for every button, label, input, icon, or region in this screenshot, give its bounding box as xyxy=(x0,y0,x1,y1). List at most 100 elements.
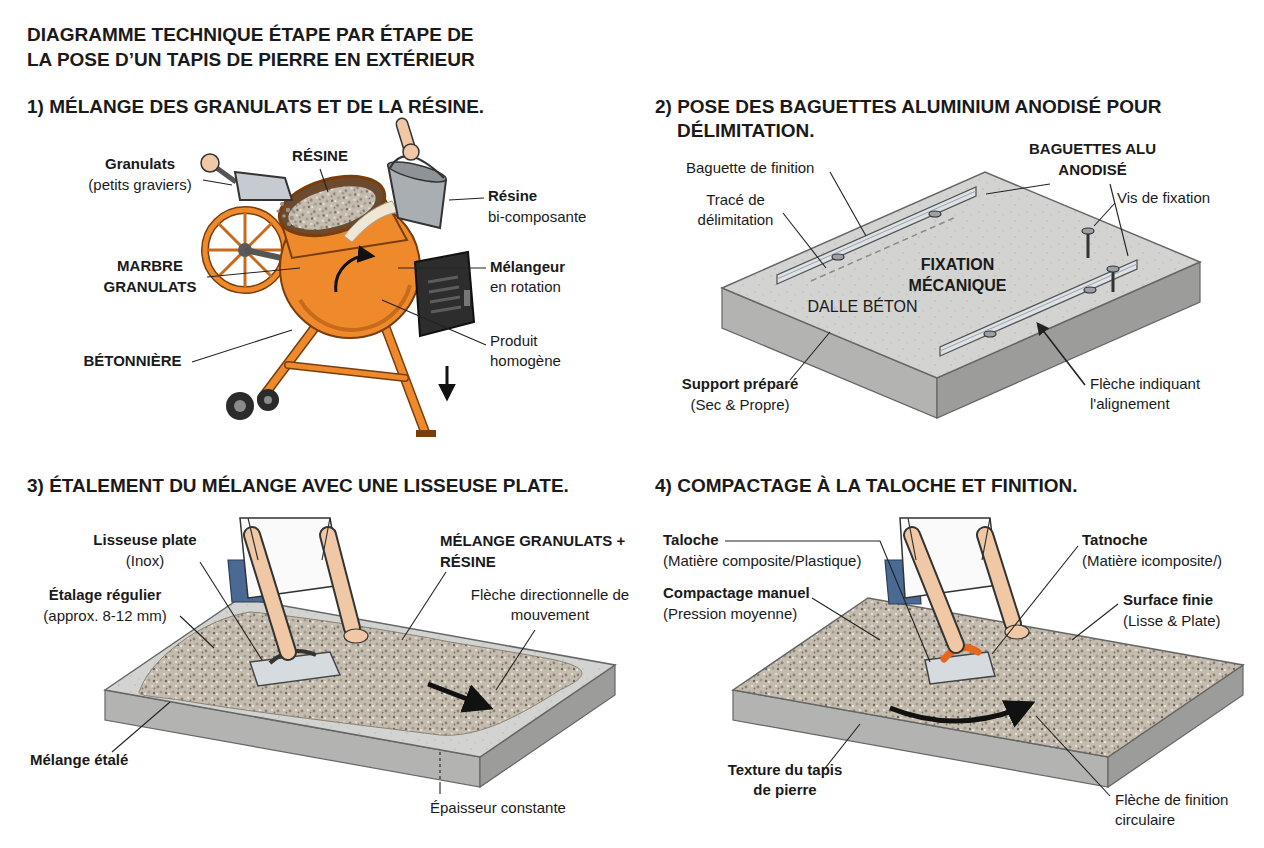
worker xyxy=(344,629,368,643)
worker xyxy=(228,518,368,686)
part-label: Mélangeur xyxy=(490,257,610,277)
part-note: (Lisse & Plate) xyxy=(1123,611,1253,631)
leader-line xyxy=(439,782,440,794)
worker xyxy=(252,535,288,652)
fixing-screw xyxy=(984,331,996,337)
leader-line xyxy=(1036,716,1110,796)
part-label: Taloche xyxy=(663,530,763,550)
worker xyxy=(912,535,956,645)
fixing-screw xyxy=(832,211,1119,337)
concrete-mixer xyxy=(446,366,449,398)
leader-line xyxy=(1072,604,1118,640)
part-label: Support préparé xyxy=(680,374,800,394)
part-label: Granulats xyxy=(75,154,205,174)
gravel-scoop xyxy=(276,202,297,228)
concrete-mixer xyxy=(415,252,474,336)
part-note: (Inox) xyxy=(75,551,215,571)
gravel-scoop xyxy=(286,208,290,212)
gravel-scoop xyxy=(294,224,297,227)
part-label: Tatnoche xyxy=(1082,530,1182,550)
fixing-screw xyxy=(832,254,844,260)
leader-line xyxy=(783,213,826,268)
step-heading: 3) ÉTALEMENT DU MÉLANGE AVEC UNE LISSEUS… xyxy=(27,474,647,498)
leader-line xyxy=(830,172,866,236)
leader-line xyxy=(203,180,232,185)
part-note: (Matière composite/Plastique) xyxy=(663,551,893,571)
leader-line xyxy=(192,330,292,362)
gravel-scoop xyxy=(201,154,298,228)
diagram-title: DIAGRAMME TECHNIQUE ÉTAPE PAR ÉTAPE DE L… xyxy=(27,22,647,72)
leader-line xyxy=(382,300,486,345)
part-label: Mélange étalé xyxy=(30,750,150,770)
part-label: Étalage régulier xyxy=(20,585,190,605)
concrete-mixer xyxy=(288,365,405,378)
part-note: bi-composante xyxy=(488,207,618,227)
concrete-slab xyxy=(139,612,582,735)
direction-arrow xyxy=(428,684,488,707)
direction-arrow xyxy=(428,684,488,707)
fixing-screw xyxy=(1084,287,1096,293)
leader-line xyxy=(398,267,486,268)
concrete-mixer xyxy=(226,392,254,420)
concrete-mixer xyxy=(416,430,436,437)
worker xyxy=(1005,625,1029,639)
fixing-screw xyxy=(1107,266,1119,272)
leader-line xyxy=(320,169,328,192)
part-note: Tracé de délimitation xyxy=(688,190,783,230)
part-note: (Matière icomposite/) xyxy=(1082,551,1252,571)
part-note: en rotation xyxy=(490,277,610,297)
concrete-mixer xyxy=(205,166,474,437)
part-label: Compactage manuel xyxy=(663,583,823,603)
worker xyxy=(328,535,352,628)
leader-line xyxy=(812,598,880,640)
gravel-scoop xyxy=(293,211,296,214)
leader-line xyxy=(207,268,300,277)
leader-line xyxy=(402,572,446,640)
part-label: Lisseuse plate xyxy=(75,530,215,550)
gravel-scoop xyxy=(290,216,294,220)
concrete-mixer xyxy=(428,277,461,312)
concrete-mixer xyxy=(431,307,461,312)
part-note: Épaisseur constante xyxy=(430,798,610,818)
part-note: Flèche de finition circulaire xyxy=(1115,790,1255,830)
zone-label: BÉTONNIÈRE xyxy=(70,350,195,371)
part-note: (approx. 8-12 mm) xyxy=(20,606,190,626)
leader-line xyxy=(496,630,535,690)
worker xyxy=(885,518,1029,684)
aluminium-strip xyxy=(940,260,1137,356)
resin-bucket xyxy=(403,144,419,160)
worker xyxy=(248,518,330,560)
part-note: (petits graviers) xyxy=(75,175,205,195)
gravel-scoop xyxy=(287,222,291,226)
fixing-screw xyxy=(1112,270,1115,292)
part-note: Flèche directionnelle de mouvement xyxy=(470,585,630,625)
resin-bucket xyxy=(344,124,448,242)
zone-label: MARBRE GRANULATS xyxy=(95,255,205,297)
leader-line xyxy=(992,546,1078,654)
fixing-screw xyxy=(1087,232,1090,258)
worker xyxy=(908,518,990,560)
gravel-scoop xyxy=(201,154,219,172)
leader-line xyxy=(449,198,484,200)
part-note: (Pression moyenne) xyxy=(663,604,823,624)
step-heading: 1) MÉLANGE DES GRANULATS ET DE LA RÉSINE… xyxy=(27,95,647,119)
leader-line xyxy=(180,616,214,648)
leader-line xyxy=(1094,203,1115,226)
concrete-mixer xyxy=(234,400,246,412)
concrete-mixer xyxy=(273,166,391,246)
part-note: Flèche indiquant l'alignement xyxy=(1090,374,1225,414)
part-note: Produit homogène xyxy=(490,331,580,371)
gravel-scoop xyxy=(235,172,292,200)
concrete-mixer xyxy=(257,389,279,411)
leader-line xyxy=(192,169,486,362)
step-heading: 4) COMPACTAGE À LA TALOCHE ET FINITION. xyxy=(655,474,1235,498)
resin-bucket xyxy=(344,201,398,242)
part-label: RÉSINE xyxy=(280,146,360,166)
leader-line xyxy=(112,702,170,752)
worker xyxy=(912,535,956,645)
concrete-mixer xyxy=(464,290,470,306)
leader-line xyxy=(725,541,1118,796)
concrete-mixer xyxy=(336,256,372,292)
gravel-scoop xyxy=(280,202,284,206)
part-label: Surface finie xyxy=(1123,590,1253,610)
